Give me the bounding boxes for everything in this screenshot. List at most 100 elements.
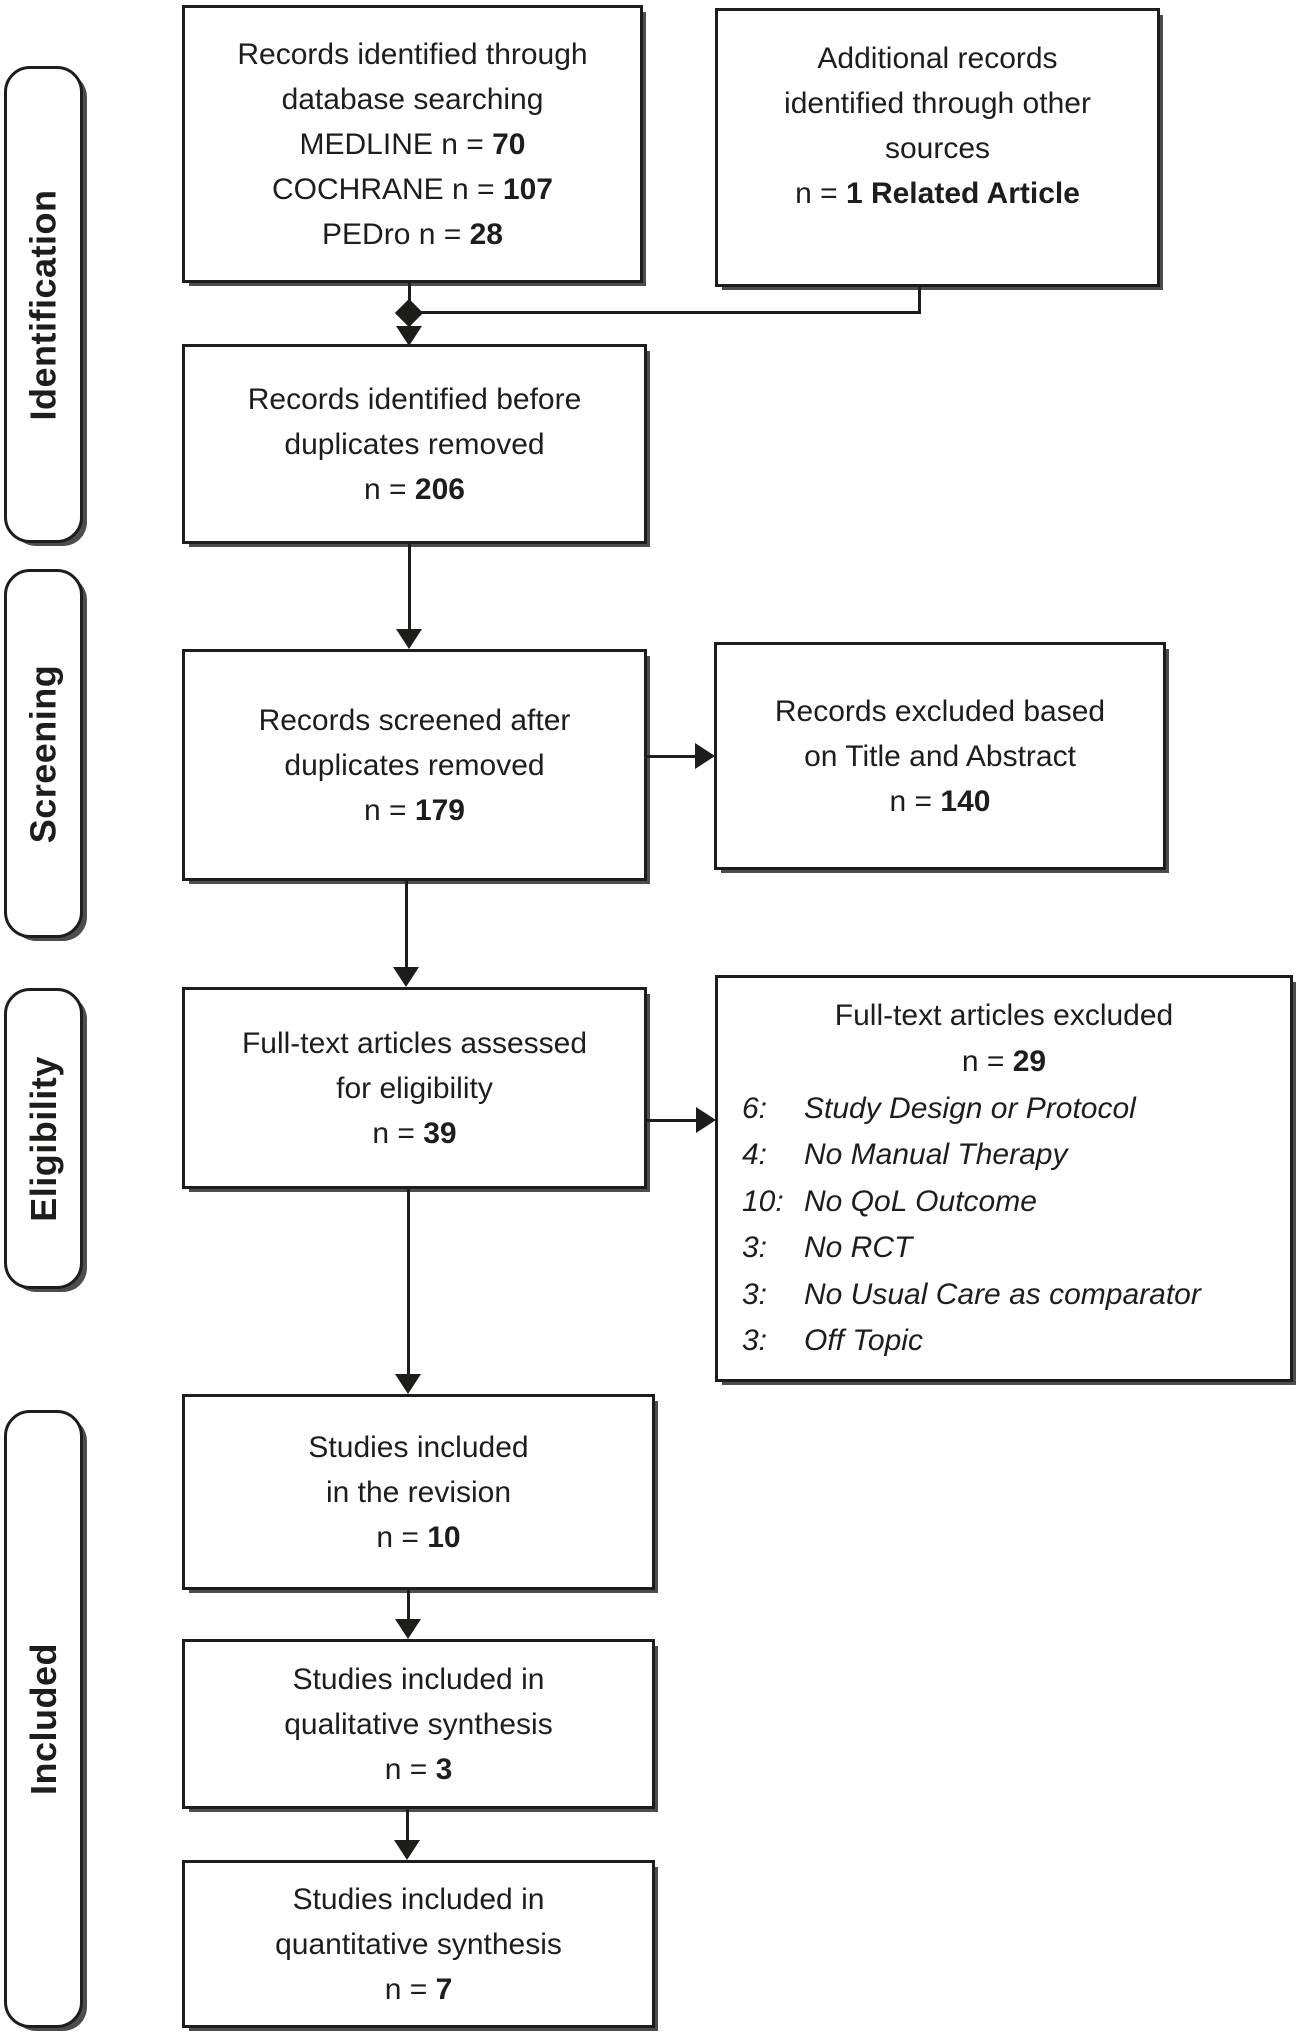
box-text-line: Full-text articles assessed: [241, 1026, 588, 1060]
merge-diamond: [394, 298, 424, 328]
stat-label: n =: [384, 1752, 436, 1786]
box-text-line: n = 3: [185, 1747, 652, 1792]
arrowhead-into-before-duplicates: [396, 326, 422, 346]
box-text-line: Additional records: [817, 41, 1058, 75]
box-text-line: for eligibility: [336, 1071, 493, 1105]
reason-count: 10:: [742, 1184, 784, 1218]
box-text-line: on Title and Abstract: [804, 739, 1076, 773]
flow-line-to-quantitative: [406, 1809, 409, 1841]
flow-line-to-revision: [407, 1189, 410, 1375]
stat-label: n =: [795, 176, 846, 210]
box-fulltext-excluded: Full-text articles excluded n = 29 6:Stu…: [715, 975, 1293, 1382]
reason-text: No RCT: [804, 1231, 913, 1264]
box-text-line: Studies included in: [292, 1882, 545, 1916]
stat-label: n =: [961, 1045, 1013, 1078]
box-text-line: n = 179: [185, 788, 644, 833]
stage-label-identification: Identification: [4, 66, 83, 543]
stat-label: COCHRANE n =: [272, 172, 503, 206]
arrowhead-into-excluded-title: [695, 743, 715, 769]
box-text-line: duplicates removed: [284, 427, 545, 461]
box-records-identified-database: Records identified through database sear…: [182, 5, 643, 283]
box-text-line: duplicates removed: [284, 748, 545, 782]
box-additional-records-other-sources: Additional records identified through ot…: [715, 8, 1160, 287]
box-text-line: sources: [884, 131, 991, 165]
exclusion-reason: 3: Off Topic: [718, 1318, 1290, 1365]
arrowhead-into-qualitative: [395, 1619, 421, 1639]
stat-label: n =: [376, 1520, 428, 1554]
stat-value: 140: [940, 784, 991, 818]
arrowhead-into-revision: [395, 1374, 421, 1394]
stage-label-included: Included: [4, 1410, 83, 2028]
stage-label-text: Included: [22, 1642, 64, 1796]
box-text-line: MEDLINE n = 70: [185, 122, 640, 167]
box-text-line: n = 39: [185, 1111, 644, 1156]
stage-label-screening: Screening: [4, 569, 83, 938]
stat-label: n =: [889, 784, 941, 818]
stat-value: 70: [492, 127, 526, 161]
stat-label: PEDro n =: [322, 217, 470, 251]
stat-value: 107: [502, 172, 553, 206]
arrowhead-into-fulltext: [393, 967, 419, 987]
stat-value: 7: [435, 1972, 453, 2006]
reason-count: 4:: [742, 1138, 768, 1171]
stage-label-text: Identification: [22, 189, 64, 420]
box-text-line: PEDro n = 28: [185, 212, 640, 257]
stat-label: MEDLINE n =: [299, 127, 493, 161]
reason-count: 6:: [742, 1091, 768, 1125]
box-included-revision: Studies included in the revision n = 10: [182, 1394, 655, 1590]
stage-label-text: Screening: [22, 664, 64, 843]
box-text-line: n = 140: [717, 779, 1163, 824]
box-text-line: Records screened after: [258, 703, 571, 737]
box-text-line: identified through other: [784, 86, 1091, 120]
stage-label-eligibility: Eligibility: [4, 988, 83, 1289]
arrowhead-into-fulltext-excluded: [696, 1107, 716, 1133]
stat-label: n =: [384, 1972, 436, 2006]
stat-value: 3: [435, 1752, 453, 1786]
box-text-line: quantitative synthesis: [275, 1927, 562, 1961]
reason-text: No Usual Care as comparator: [804, 1277, 1201, 1311]
box-text-line: database searching: [281, 82, 544, 116]
reason-count: 3:: [742, 1324, 768, 1357]
box-text-line: COCHRANE n = 107: [185, 167, 640, 212]
stat-label: n =: [364, 793, 415, 827]
reason-count: 3:: [742, 1231, 768, 1264]
box-text-line: in the revision: [325, 1475, 512, 1509]
exclusion-reason: 3: No Usual Care as comparator: [718, 1272, 1290, 1319]
reason-text: No QoL Outcome: [804, 1184, 1037, 1218]
stage-label-text: Eligibility: [22, 1055, 64, 1222]
box-records-excluded-title-abstract: Records excluded based on Title and Abst…: [714, 642, 1166, 870]
stat-value: 29: [1012, 1045, 1047, 1078]
box-text-line: Full-text articles excluded: [834, 998, 1174, 1032]
box-records-before-duplicates: Records identified before duplicates rem…: [182, 344, 647, 544]
arrowhead-into-quantitative: [394, 1840, 420, 1860]
stat-value: 206: [414, 472, 465, 506]
exclusion-reason: 6:Study Design or Protocol: [718, 1086, 1290, 1133]
box-text-line: n = 7: [185, 1967, 652, 2012]
box-text-line: n = 206: [185, 467, 644, 512]
box-text-line: Records excluded based: [774, 694, 1106, 728]
stat-value: 10: [427, 1520, 461, 1554]
arrowhead-into-screened: [396, 629, 422, 649]
box-fulltext-assessed: Full-text articles assessed for eligibil…: [182, 987, 647, 1189]
reason-text: Off Topic: [804, 1324, 923, 1357]
flow-line-merge-horizontal: [409, 311, 920, 314]
flow-line-to-qualitative: [407, 1590, 410, 1620]
box-text-line: n = 1 Related Article: [718, 171, 1157, 216]
stat-label: n =: [372, 1116, 424, 1150]
flow-line-to-fulltext-excluded: [647, 1119, 696, 1122]
box-text-line: Records identified through: [237, 37, 588, 71]
reason-count: 3:: [742, 1277, 768, 1311]
box-text-line: Records identified before: [247, 382, 582, 416]
box-text-line: Studies included: [308, 1430, 529, 1464]
flow-line-to-fulltext: [405, 881, 408, 968]
box-text-line: qualitative synthesis: [284, 1707, 553, 1741]
box-qualitative-synthesis: Studies included in qualitative synthesi…: [182, 1639, 655, 1809]
stat-label: n =: [364, 472, 415, 506]
stat-value: 39: [423, 1116, 457, 1150]
stat-value: 28: [469, 217, 503, 251]
flow-line-to-screened: [408, 544, 411, 630]
flow-line-to-excluded-title: [647, 755, 695, 758]
exclusion-reason: 3: No RCT: [718, 1225, 1290, 1272]
stat-value: 1 Related Article: [845, 176, 1080, 210]
